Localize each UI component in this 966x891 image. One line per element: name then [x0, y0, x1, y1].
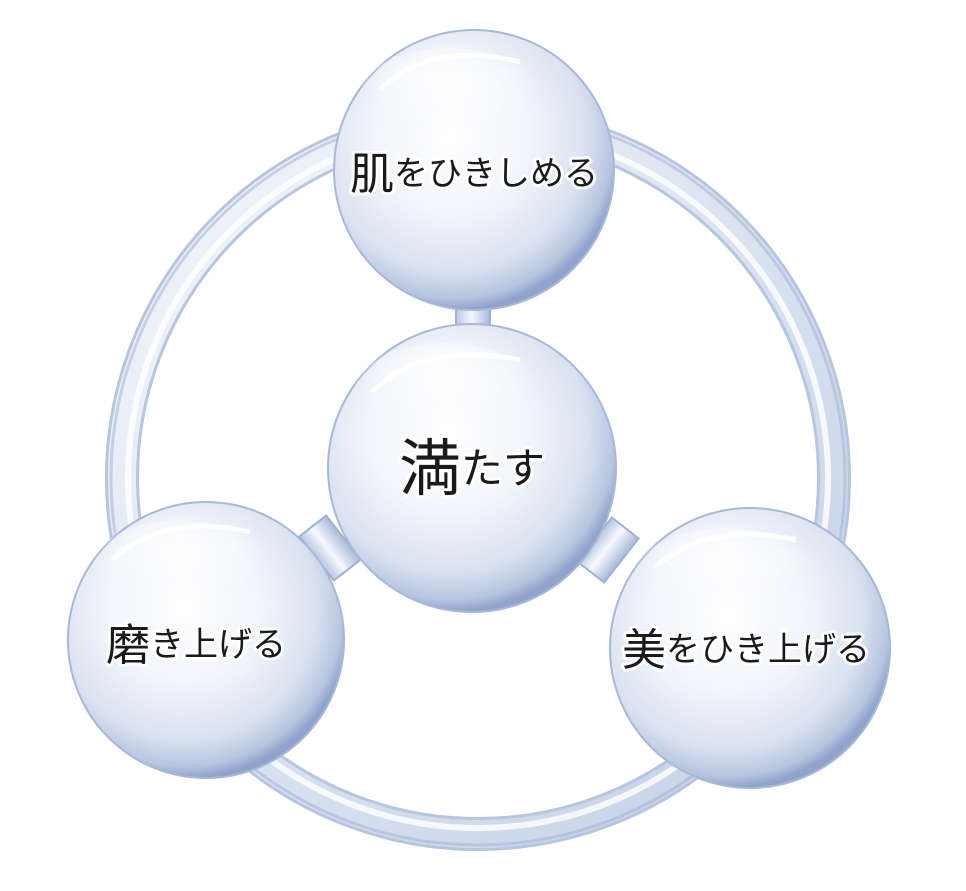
label-right: 美をひき上げる — [622, 625, 870, 676]
label-left: 磨き上げる — [106, 620, 286, 671]
sphere-center — [327, 323, 617, 613]
label-top-kana: をひきしめる — [394, 154, 598, 194]
label-center-kana: たす — [461, 444, 545, 493]
sphere-top — [333, 29, 615, 311]
label-top: 肌をひきしめる — [350, 149, 598, 200]
label-center: 満たす — [399, 432, 545, 505]
label-right-kanji: 美 — [622, 625, 666, 676]
sphere-left — [67, 501, 345, 779]
sphere-right — [609, 507, 891, 789]
label-left-kanji: 磨 — [106, 620, 150, 671]
label-center-kanji: 満 — [399, 432, 461, 505]
label-top-kanji: 肌 — [350, 149, 394, 200]
label-left-kana: き上げる — [150, 625, 286, 665]
label-right-kana: をひき上げる — [666, 630, 870, 670]
